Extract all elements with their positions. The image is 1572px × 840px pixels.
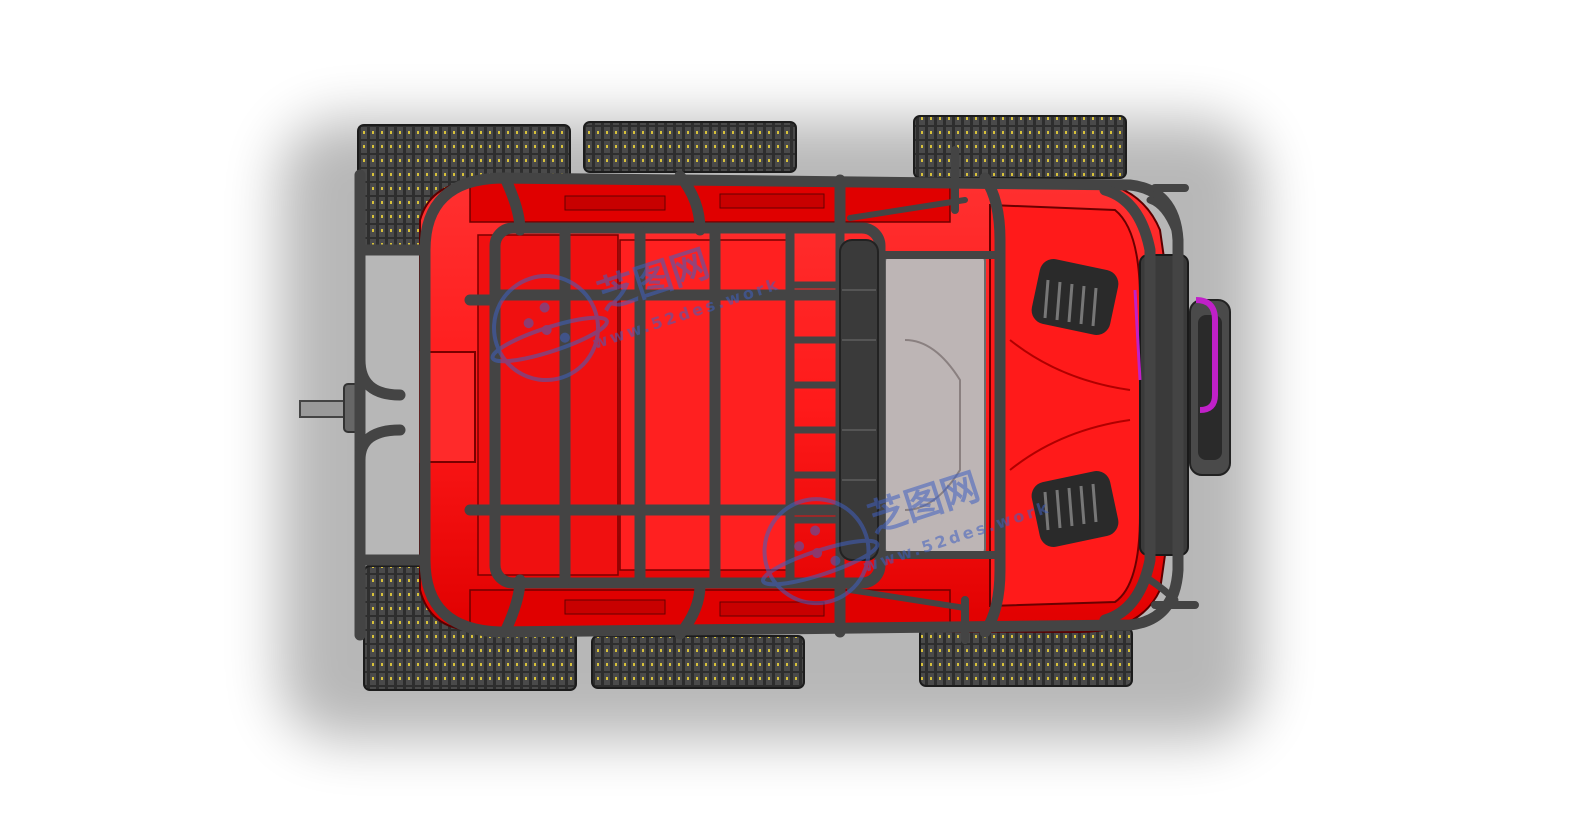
vehicle-body — [419, 178, 1231, 634]
snorkel-pipe — [1195, 297, 1218, 413]
roll-cage — [354, 146, 1199, 644]
track-front-left — [913, 115, 1127, 179]
watermark-logo-icon — [490, 274, 609, 383]
track-mid-right — [591, 635, 805, 689]
hood-vent-top — [1031, 259, 1119, 335]
track-front-right — [919, 627, 1133, 687]
watermark-logo-icon — [761, 497, 880, 606]
hood-vent-bottom — [1031, 471, 1119, 547]
track-mid-left — [583, 121, 797, 173]
